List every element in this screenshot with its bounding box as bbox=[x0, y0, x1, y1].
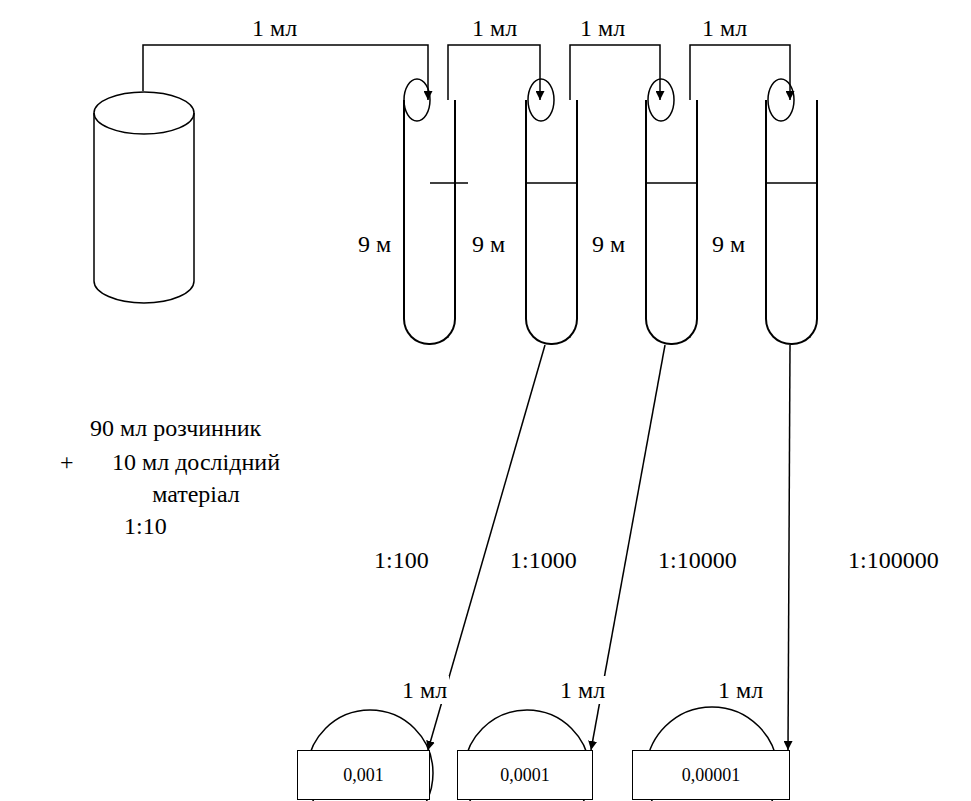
cylinder-outline bbox=[93, 91, 195, 303]
test-tube: 9 м bbox=[765, 100, 818, 345]
dilution-box: 0,001 bbox=[297, 750, 430, 800]
dilution-box: 0,0001 bbox=[457, 750, 593, 800]
liquid-level bbox=[767, 182, 817, 184]
transfer-arrow bbox=[690, 45, 790, 100]
dilution-ratio: 1:100 bbox=[372, 546, 431, 574]
transfer-arrow bbox=[448, 45, 540, 100]
node-text: 1:10 bbox=[124, 510, 167, 542]
volume-label: 1 мл bbox=[700, 14, 749, 42]
dilution-value: 0,00001 bbox=[682, 764, 741, 786]
node-text: + bbox=[60, 446, 74, 478]
liquid-level bbox=[647, 182, 697, 184]
test-tube: 9 м bbox=[403, 100, 456, 345]
node-text: 90 мл розчинник bbox=[90, 412, 261, 444]
volume-label: 1 мл bbox=[470, 14, 519, 42]
volume-label: 1 мл bbox=[578, 14, 627, 42]
volume-label: 1 мл bbox=[558, 676, 607, 704]
dilution-box: 0,00001 bbox=[632, 750, 790, 800]
test-tube: 9 м bbox=[525, 100, 578, 345]
transfer-arrow bbox=[143, 45, 428, 100]
dilution-value: 0,0001 bbox=[500, 764, 550, 786]
volume-label: 1 мл bbox=[716, 676, 765, 704]
dilution-value: 0,001 bbox=[343, 764, 384, 786]
dilution-ratio: 1:1000 bbox=[508, 546, 579, 574]
volume-label: 1 мл bbox=[250, 14, 299, 42]
test-tube: 9 м bbox=[645, 100, 698, 345]
node-text: 9 м bbox=[472, 228, 505, 260]
liquid-level bbox=[527, 182, 577, 184]
liquid-level bbox=[430, 182, 468, 184]
node-text: 10 мл дослідний матеріал bbox=[86, 446, 306, 510]
tube-rim bbox=[648, 79, 674, 121]
node-text: 9 м bbox=[712, 228, 745, 260]
plating-arrow bbox=[788, 345, 790, 750]
node-text: 9 м bbox=[592, 228, 625, 260]
node-text: 9 м bbox=[358, 228, 391, 260]
tube-rim bbox=[404, 79, 430, 121]
dilution-ratio: 1:10000 bbox=[656, 546, 739, 574]
transfer-arrow bbox=[570, 45, 660, 100]
dilution-flask: 90 мл розчинник+10 мл дослідний матеріал… bbox=[93, 91, 195, 303]
tube-rim bbox=[528, 79, 554, 121]
volume-label: 1 мл bbox=[400, 676, 449, 704]
dilution-ratio: 1:100000 bbox=[846, 546, 941, 574]
